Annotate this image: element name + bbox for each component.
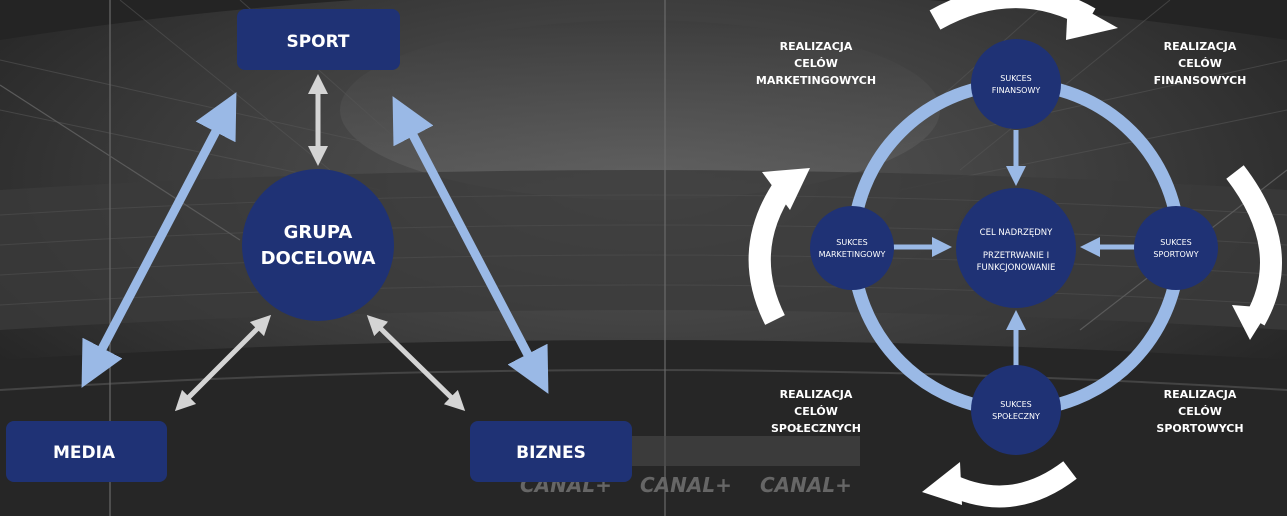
- biznes-label: BIZNES: [516, 443, 586, 463]
- node-left-line2: MARKETINGOWY: [819, 250, 886, 259]
- node-bottom-line1: SUKCES: [1000, 400, 1031, 409]
- node-right-line2: SPORTOWY: [1153, 250, 1198, 259]
- cycle-arrow-left: [748, 168, 810, 325]
- label-bl-line2: CELÓW: [794, 405, 838, 418]
- label-br-line2: CELÓW: [1178, 405, 1222, 418]
- label-bl-line1: REALIZACJA: [780, 388, 853, 401]
- node-sukces-spoleczny: SUKCES SPOŁECZNY: [971, 365, 1061, 455]
- media-label: MEDIA: [53, 443, 116, 463]
- label-tr-line3: FINANSOWYCH: [1154, 74, 1247, 87]
- center-goal-title: CEL NADRZĘDNY: [980, 228, 1053, 238]
- banner-text-2: CANAL+: [640, 473, 732, 497]
- arrow-sport-media: [81, 92, 237, 388]
- arrow-grupa-media: [174, 314, 272, 412]
- center-goal-line1: PRZETRWANIE I: [983, 251, 1049, 261]
- center-goal-line2: FUNKCJONOWANIE: [977, 263, 1056, 273]
- sport-box: SPORT: [237, 9, 400, 70]
- sport-label: SPORT: [286, 32, 349, 52]
- label-marketing-goals: REALIZACJA CELÓW MARKETINGOWYCH: [756, 40, 876, 87]
- media-box: MEDIA: [6, 421, 167, 482]
- left-diagram: SPORT MEDIA BIZNES GRUPA DOCELOWA: [6, 9, 632, 482]
- node-sukces-finansowy: SUKCES FINANSOWY: [971, 39, 1061, 129]
- label-tl-line1: REALIZACJA: [780, 40, 853, 53]
- label-br-line1: REALIZACJA: [1164, 388, 1237, 401]
- biznes-box: BIZNES: [470, 421, 632, 482]
- label-br-line3: SPORTOWYCH: [1156, 422, 1243, 435]
- label-tr-line1: REALIZACJA: [1164, 40, 1237, 53]
- arrow-sport-biznes: [392, 96, 549, 394]
- grupa-docelowa-circle: GRUPA DOCELOWA: [242, 169, 394, 321]
- node-cel-nadrzedny: CEL NADRZĘDNY PRZETRWANIE I FUNKCJONOWAN…: [956, 188, 1076, 308]
- node-top-line2: FINANSOWY: [992, 86, 1041, 95]
- label-tr-line2: CELÓW: [1178, 57, 1222, 70]
- label-tl-line2: CELÓW: [794, 57, 838, 70]
- right-diagram: SUKCES FINANSOWY SUKCES MARKETINGOWY SUK…: [748, 0, 1282, 508]
- node-right-line1: SUKCES: [1160, 238, 1191, 247]
- node-bottom-line2: SPOŁECZNY: [992, 412, 1040, 421]
- cycle-arrow-right: [1226, 165, 1282, 340]
- label-bl-line3: SPOŁECZNYCH: [771, 422, 861, 435]
- label-financial-goals: REALIZACJA CELÓW FINANSOWYCH: [1154, 40, 1247, 87]
- grupa-label-line1: GRUPA: [284, 222, 353, 243]
- node-sukces-sportowy: SUKCES SPORTOWY: [1134, 206, 1218, 290]
- label-sport-goals: REALIZACJA CELÓW SPORTOWYCH: [1156, 388, 1243, 435]
- cycle-arrow-bottom: [922, 461, 1077, 508]
- arrow-grupa-biznes: [366, 315, 466, 411]
- grupa-label-line2: DOCELOWA: [261, 248, 376, 269]
- label-social-goals: REALIZACJA CELÓW SPOŁECZNYCH: [771, 388, 861, 435]
- cycle-arrow-top: [929, 0, 1118, 40]
- node-sukces-marketingowy: SUKCES MARKETINGOWY: [810, 206, 894, 290]
- banner-text-3: CANAL+: [760, 473, 852, 497]
- node-left-line1: SUKCES: [836, 238, 867, 247]
- label-tl-line3: MARKETINGOWYCH: [756, 74, 876, 87]
- node-top-line1: SUKCES: [1000, 74, 1031, 83]
